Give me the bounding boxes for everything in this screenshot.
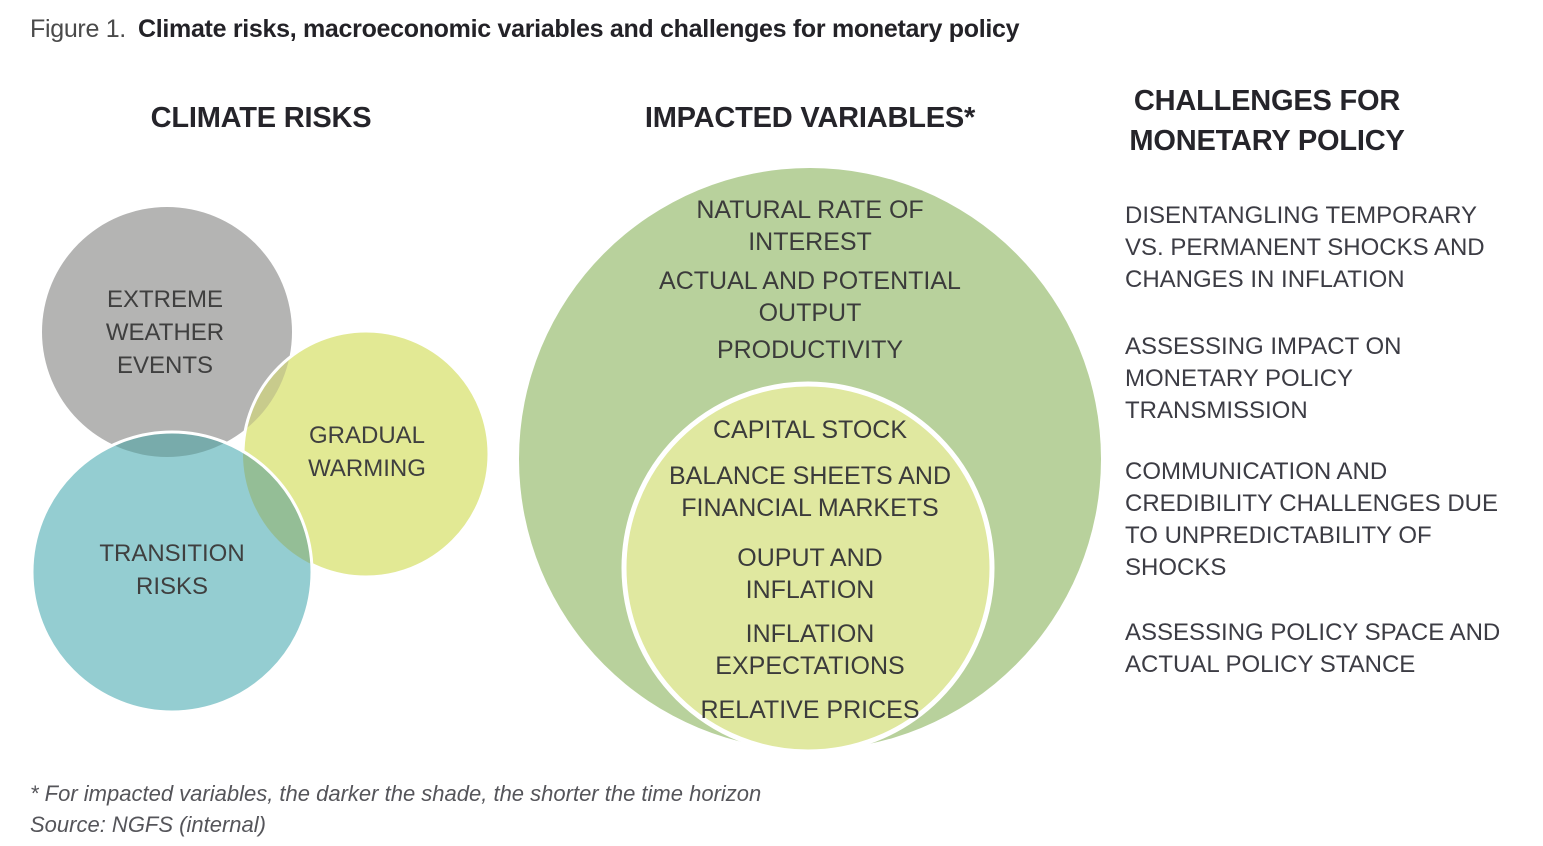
footnote-asterisk: * For impacted variables, the darker the… bbox=[30, 781, 762, 806]
figure-number: Figure 1. bbox=[30, 15, 126, 43]
gradual-warming-circle bbox=[243, 331, 489, 577]
impacted-outer-item-productivity: PRODUCTIVITY bbox=[716, 336, 904, 364]
impacted-variables-header: IMPACTED VARIABLES* bbox=[644, 102, 976, 134]
climate-risks-header: CLIMATE RISKS bbox=[150, 102, 372, 134]
transition-risks-circle bbox=[32, 432, 312, 712]
impacted-inner-item-relative-prices: RELATIVE PRICES bbox=[700, 696, 920, 724]
figure-title: Figure 1. Climate risks, macroeconomic va… bbox=[30, 12, 1020, 46]
extreme-weather-circle bbox=[42, 207, 292, 457]
figure-title-text: Climate risks, macroeconomic variables a… bbox=[137, 15, 1020, 43]
footnote-source: Source: NGFS (internal) bbox=[30, 812, 266, 837]
transition-risks-outline bbox=[30, 430, 314, 714]
impacted-inner-item-capital-stock: CAPITAL STOCK bbox=[712, 416, 908, 444]
impacted-inner-circle bbox=[621, 381, 995, 755]
